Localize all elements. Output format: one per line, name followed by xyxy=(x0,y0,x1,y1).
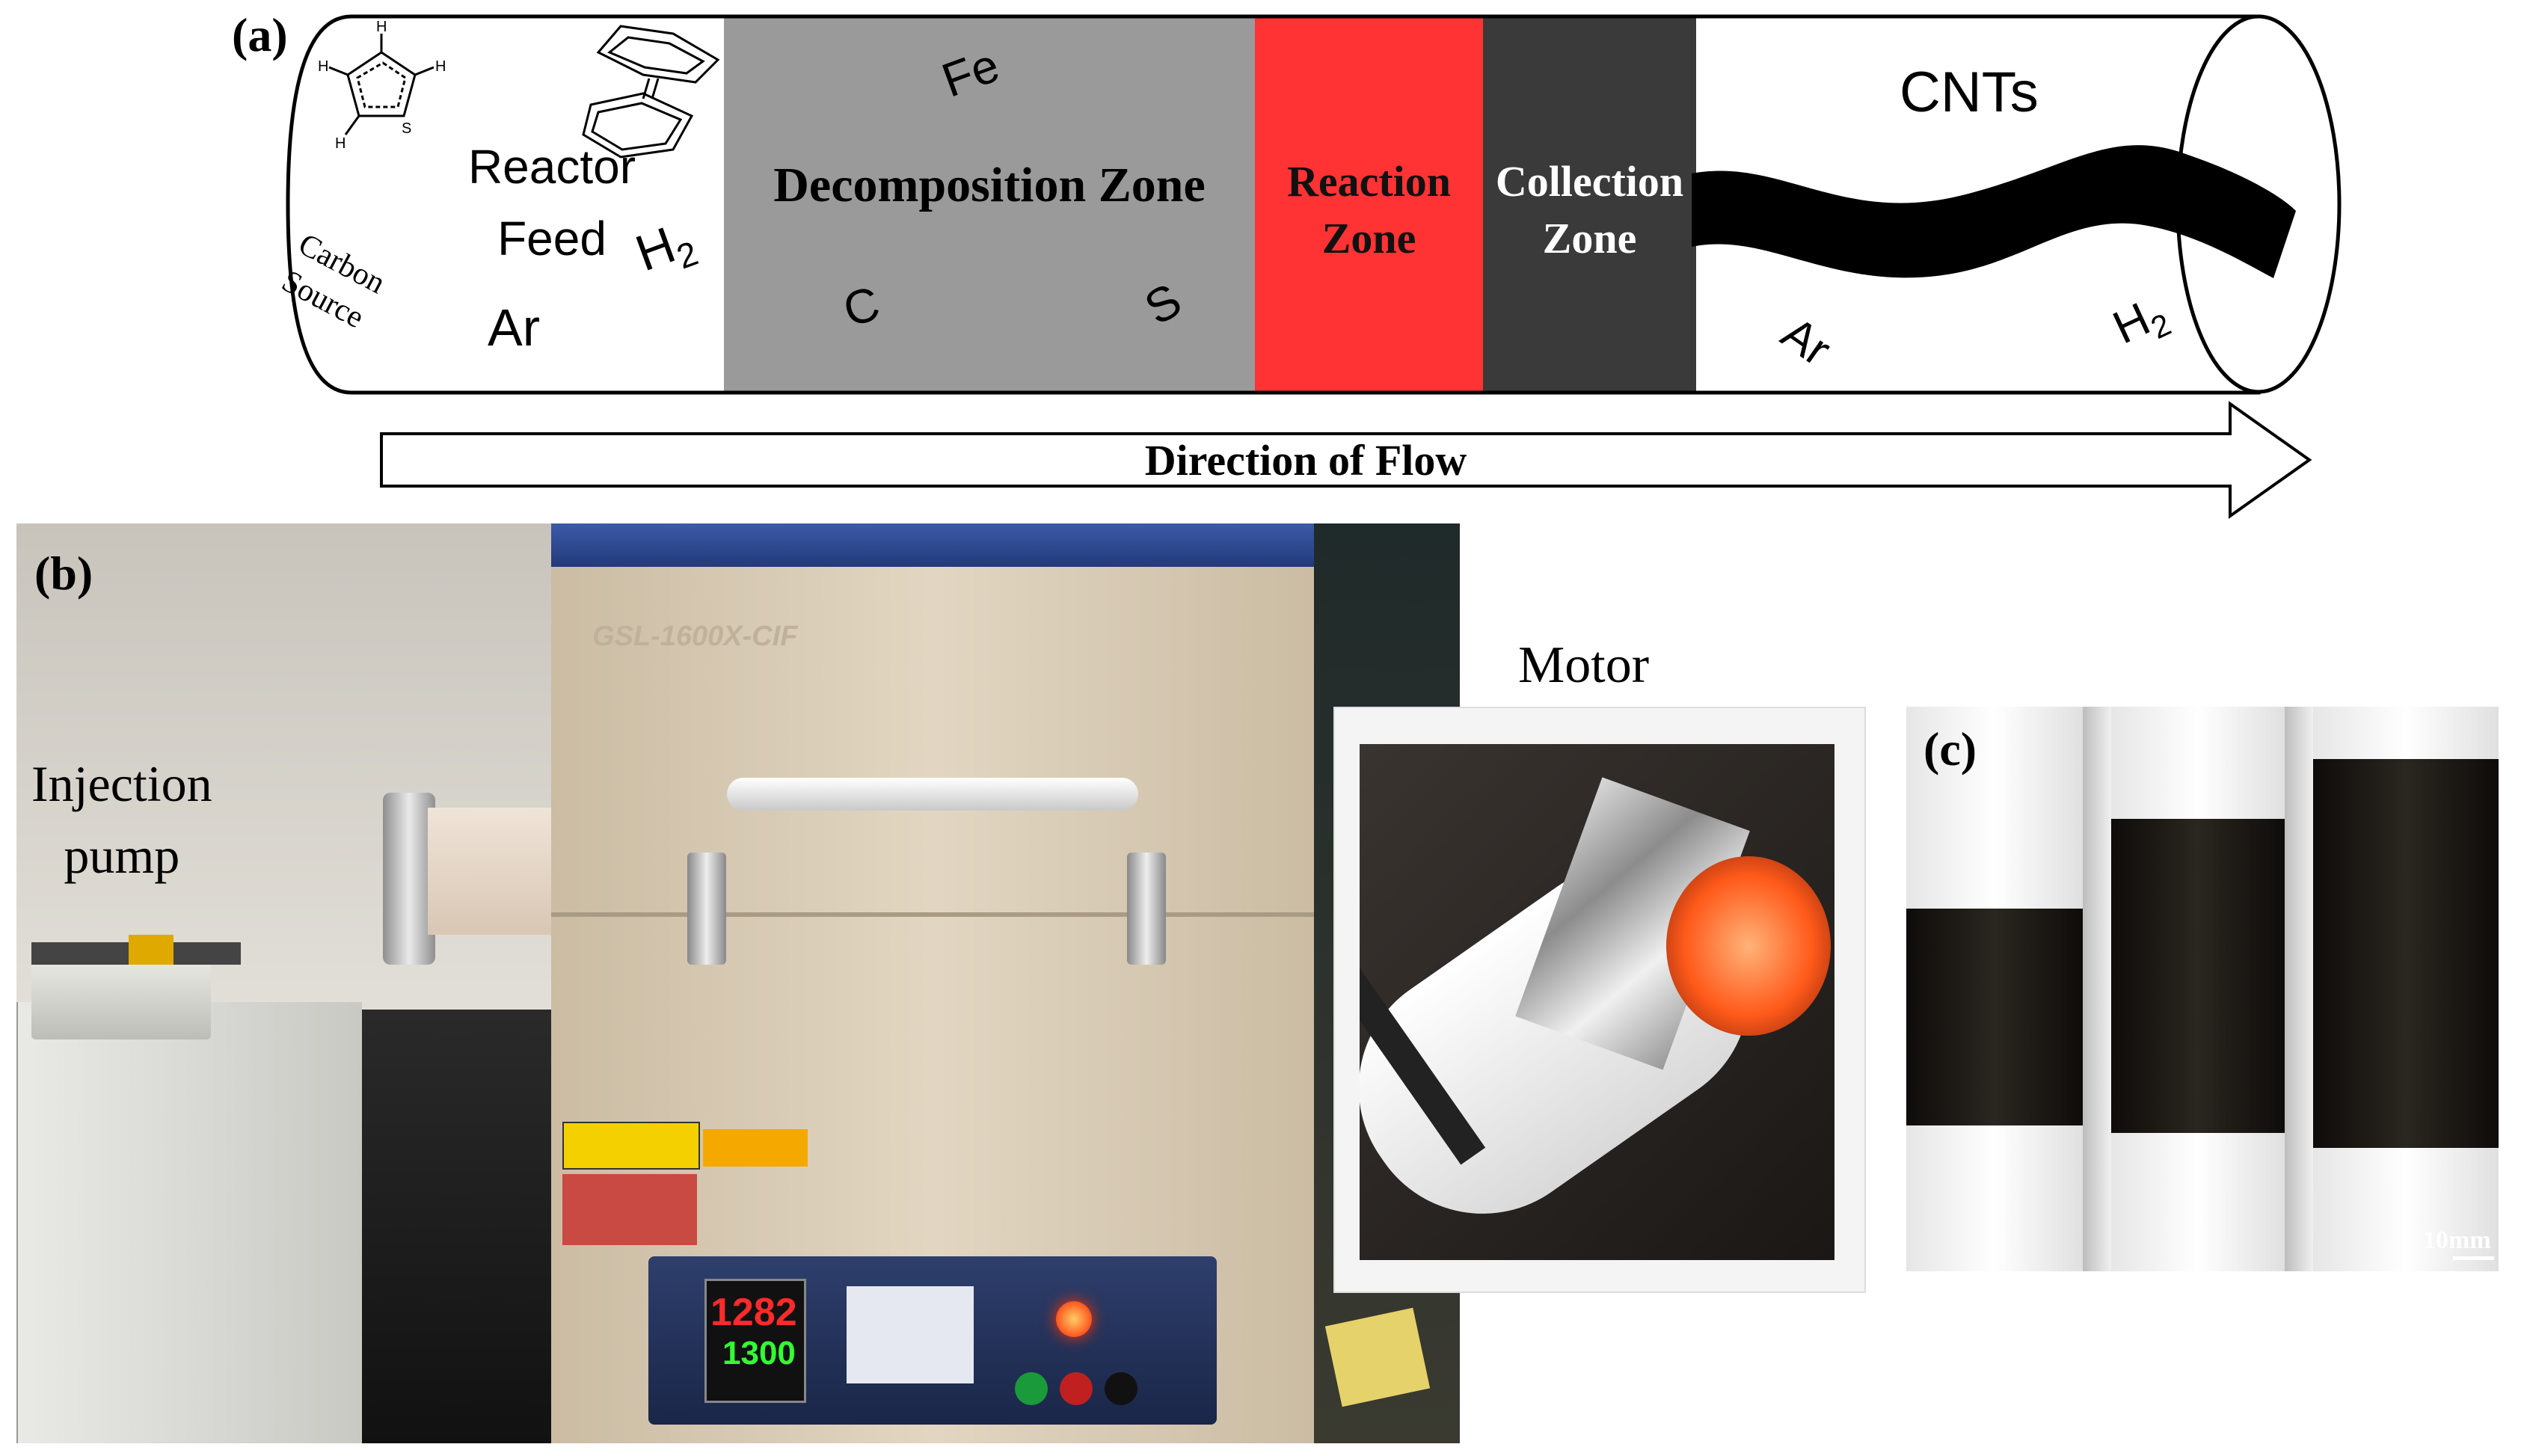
direction-arrow xyxy=(380,401,2312,519)
motor-inset-photo xyxy=(1360,744,1834,1260)
knob-button xyxy=(1105,1372,1137,1405)
gap-dark-1 xyxy=(2083,707,2111,1271)
svg-text:H: H xyxy=(435,58,446,75)
latch-right xyxy=(1127,853,1166,965)
decomposition-zone-block xyxy=(724,18,1255,391)
syringe-tip xyxy=(129,935,174,965)
scale-bar-label: 10mm xyxy=(2423,1226,2491,1254)
pump-cabinet xyxy=(16,1002,362,1443)
sv-readout: 1300 xyxy=(722,1335,796,1371)
collection-zone-label: Collection Zone xyxy=(1495,157,1684,262)
ceramic-tube xyxy=(428,808,562,935)
graph-sticker xyxy=(847,1286,974,1383)
panel-b-label: (b) xyxy=(34,547,93,600)
injection-pump-label: Injection pump xyxy=(31,755,212,884)
panel-c-photo xyxy=(1896,707,2509,1271)
cnts-label: CNTs xyxy=(1900,61,2039,124)
direction-of-flow-label: Direction of Flow xyxy=(1144,436,1467,485)
panel-a: H H H H S (a) Reactor Feed Carbon Source… xyxy=(0,0,2524,523)
ferrocene-molecule xyxy=(582,25,720,159)
furnace-seam xyxy=(551,912,1314,917)
collection-zone-block xyxy=(1483,18,1696,391)
svg-text:H: H xyxy=(376,19,387,35)
panel-c-label: (c) xyxy=(1923,722,1977,775)
glowing-tube-end xyxy=(1666,856,1831,1036)
furnace-model-text: GSL-1600X-CIF xyxy=(592,621,798,652)
panel-a-label: (a) xyxy=(232,8,288,61)
svg-text:S: S xyxy=(402,120,411,137)
red-button xyxy=(1060,1372,1093,1405)
reactor-feed-label: Reactor Feed xyxy=(467,140,636,265)
panel-b-photo: GSL-1600X-CIF 1282 1300 xyxy=(16,523,1460,1443)
cnt-ribbon xyxy=(1692,145,2296,278)
pv-readout: 1282 xyxy=(710,1291,797,1334)
cnt-sheet-3 xyxy=(2313,759,2499,1148)
scale-bar xyxy=(2453,1256,2494,1260)
latch-left xyxy=(687,853,726,965)
furnace-handle xyxy=(727,778,1138,811)
gap-dark-2 xyxy=(2285,707,2313,1271)
furnace-top-band xyxy=(551,523,1314,567)
reaction-zone-label: Reaction Zone xyxy=(1286,157,1452,262)
power-lamp xyxy=(1056,1301,1092,1337)
temperature-controller xyxy=(704,1279,806,1403)
green-button xyxy=(1015,1372,1048,1405)
thiophene-molecule: H H H H S xyxy=(318,19,446,152)
svg-text:H: H xyxy=(335,135,346,152)
warning-label-2 xyxy=(703,1129,808,1167)
ar-feed-label: Ar xyxy=(488,298,540,357)
motor-label: Motor xyxy=(1518,636,1649,694)
svg-text:H: H xyxy=(318,58,328,75)
warning-label-red xyxy=(562,1174,697,1245)
reactor-tube-diagram: H H H H S xyxy=(286,14,2342,519)
inlet-flange xyxy=(383,793,435,965)
decomposition-zone-label: Decomposition Zone xyxy=(773,158,1206,212)
warning-label xyxy=(562,1122,700,1170)
cnt-sheet-2 xyxy=(2111,819,2285,1133)
reaction-zone-block xyxy=(1255,18,1483,391)
cnt-sheet-1 xyxy=(1906,909,2083,1125)
